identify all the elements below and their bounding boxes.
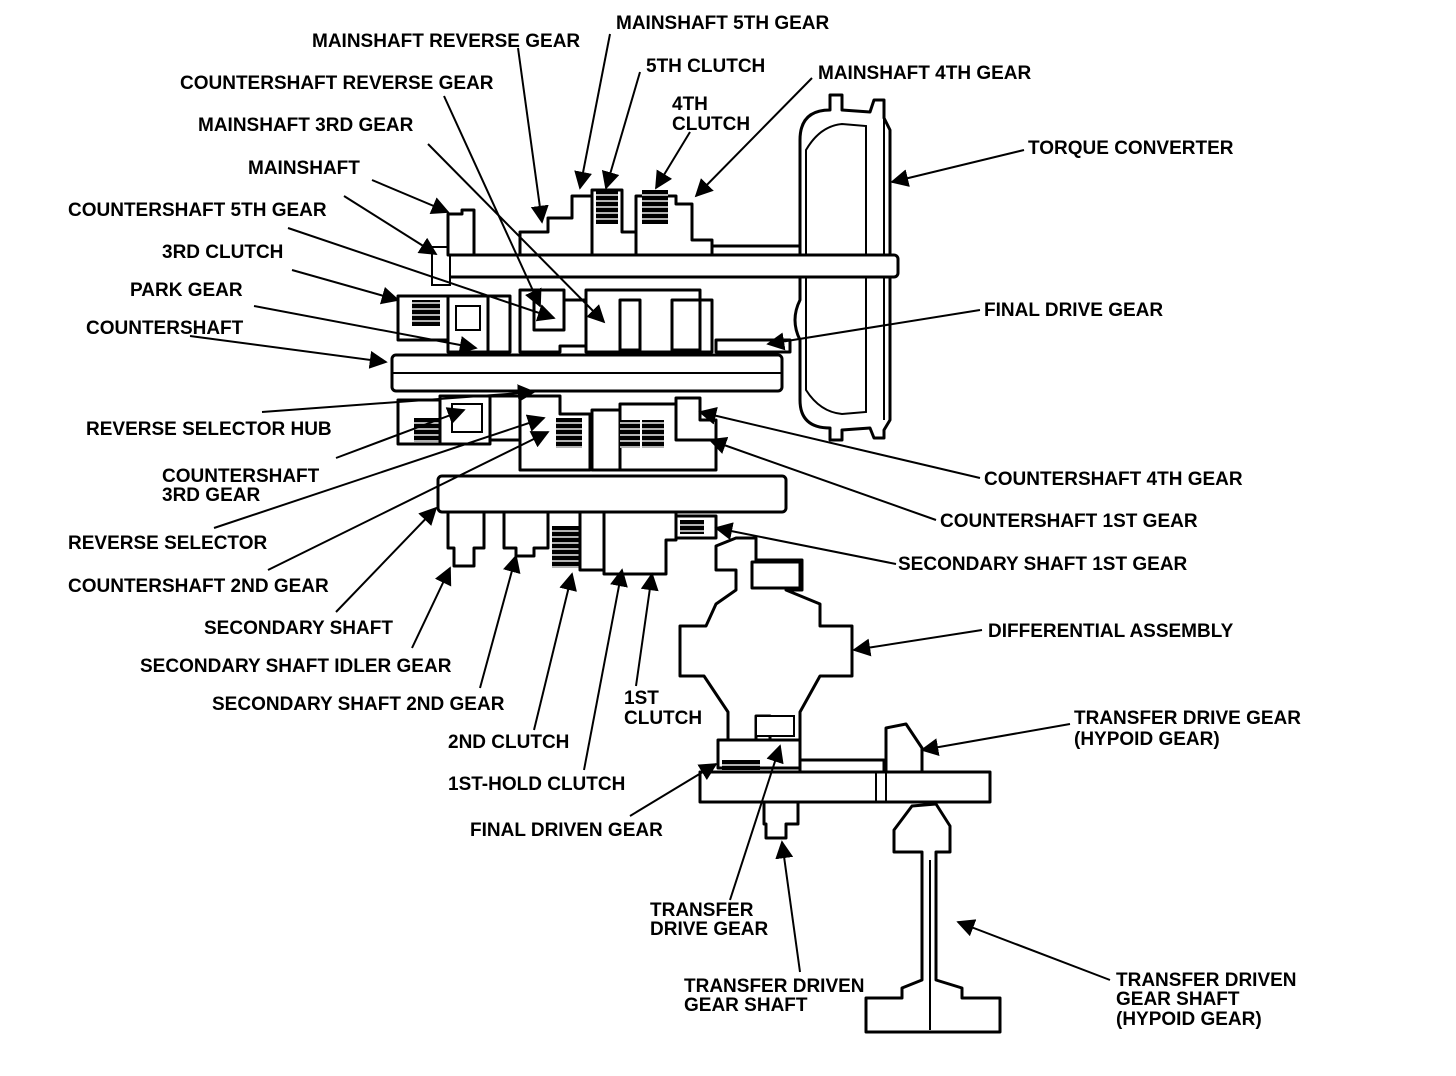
transfer-drive-gear bbox=[698, 770, 992, 804]
label-countershaft-reverse-gear: COUNTERSHAFT REVERSE GEAR bbox=[180, 73, 494, 94]
label-3rd-clutch: 3RD CLUTCH bbox=[162, 242, 283, 263]
label-4th-clutch-line2: CLUTCH bbox=[672, 114, 750, 135]
transfer-drive-gear-hypoid bbox=[884, 722, 924, 774]
label-mainshaft-3rd-gear: MAINSHAFT 3RD GEAR bbox=[198, 115, 414, 136]
label-1st-clutch-line1: 1ST bbox=[624, 688, 659, 709]
label-reverse-selector-hub: REVERSE SELECTOR HUB bbox=[86, 419, 332, 440]
leader-lines bbox=[189, 33, 1111, 981]
label-countershaft-4th-gear: COUNTERSHAFT 4TH GEAR bbox=[984, 469, 1243, 490]
fifth-clutch-pack bbox=[596, 190, 618, 224]
label-mainshaft-reverse-gear: MAINSHAFT REVERSE GEAR bbox=[312, 31, 580, 52]
label-transfer-drive-gear-line1: TRANSFER bbox=[650, 900, 754, 921]
transfer-driven-gear-shaft-hypoid bbox=[864, 802, 1002, 1034]
label-reverse-selector: REVERSE SELECTOR bbox=[68, 533, 267, 554]
label-transfer-driven-gear-shaft-hypoid-line3: (HYPOID GEAR) bbox=[1116, 1009, 1262, 1030]
label-transfer-driven-gear-shaft-hypoid-line1: TRANSFER DRIVEN bbox=[1116, 970, 1297, 991]
label-countershaft-3rd-gear-line2: 3RD GEAR bbox=[162, 485, 260, 506]
reverse-selector bbox=[488, 394, 522, 442]
label-countershaft-3rd-gear-line1: COUNTERSHAFT bbox=[162, 466, 320, 487]
label-1st-clutch-line2: CLUTCH bbox=[624, 708, 702, 729]
label-countershaft: COUNTERSHAFT bbox=[86, 318, 244, 339]
label-countershaft-2nd-gear: COUNTERSHAFT 2ND GEAR bbox=[68, 576, 329, 597]
secondary-shaft bbox=[436, 474, 788, 514]
label-transfer-driven-gear-shaft-hypoid-line2: GEAR SHAFT bbox=[1116, 989, 1240, 1010]
label-countershaft-1st-gear: COUNTERSHAFT 1ST GEAR bbox=[940, 511, 1198, 532]
label-park-gear: PARK GEAR bbox=[130, 280, 243, 301]
label-secondary-shaft-1st-gear: SECONDARY SHAFT 1ST GEAR bbox=[898, 554, 1188, 575]
label-differential-assembly: DIFFERENTIAL ASSEMBLY bbox=[988, 621, 1234, 642]
second-clutch-pack bbox=[552, 526, 580, 568]
mainshaft-reverse-gear bbox=[518, 194, 594, 257]
label-final-drive-gear: FINAL DRIVE GEAR bbox=[984, 300, 1163, 321]
label-transfer-driven-gear-shaft-line1: TRANSFER DRIVEN bbox=[684, 976, 865, 997]
label-transfer-drive-gear-line2: DRIVE GEAR bbox=[650, 919, 769, 940]
label-transfer-drive-gear-hypoid-line1: TRANSFER DRIVE GEAR bbox=[1074, 708, 1301, 729]
countershaft-reverse-gear bbox=[532, 288, 566, 332]
countershaft-2nd-clutch bbox=[556, 418, 582, 448]
label-secondary-shaft-2nd-gear: SECONDARY SHAFT 2ND GEAR bbox=[212, 694, 505, 715]
label-transfer-drive-gear-hypoid-line2: (HYPOID GEAR) bbox=[1074, 729, 1220, 750]
countershaft-2nd-gear bbox=[518, 394, 592, 472]
label-mainshaft: MAINSHAFT bbox=[248, 158, 360, 179]
mainshaft bbox=[436, 253, 900, 279]
label-secondary-shaft-idler-gear: SECONDARY SHAFT IDLER GEAR bbox=[140, 656, 452, 677]
callout-labels: MAINSHAFT 5TH GEAR MAINSHAFT REVERSE GEA… bbox=[68, 13, 1301, 1030]
countershaft-3rd-clutch bbox=[414, 418, 440, 442]
label-1st-hold-clutch: 1ST-HOLD CLUTCH bbox=[448, 774, 625, 795]
transmission-drawing bbox=[390, 93, 1002, 1034]
secondary-shaft-2nd-gear bbox=[502, 510, 550, 558]
label-mainshaft-5th-gear: MAINSHAFT 5TH GEAR bbox=[616, 13, 830, 34]
label-transfer-driven-gear-shaft-line2: GEAR SHAFT bbox=[684, 995, 808, 1016]
label-final-driven-gear: FINAL DRIVEN GEAR bbox=[470, 820, 663, 841]
label-countershaft-5th-gear: COUNTERSHAFT 5TH GEAR bbox=[68, 200, 327, 221]
third-clutch-pack bbox=[412, 300, 440, 326]
label-secondary-shaft: SECONDARY SHAFT bbox=[204, 618, 393, 639]
fourth-clutch-pack bbox=[642, 190, 668, 224]
label-mainshaft-4th-gear: MAINSHAFT 4TH GEAR bbox=[818, 63, 1032, 84]
countershaft-4th-gear bbox=[674, 396, 718, 442]
label-2nd-clutch: 2ND CLUTCH bbox=[448, 732, 569, 753]
transfer-driven-gear-shaft bbox=[762, 800, 800, 840]
label-torque-converter: TORQUE CONVERTER bbox=[1028, 138, 1234, 159]
label-4th-clutch-line1: 4TH bbox=[672, 94, 708, 115]
label-5th-clutch: 5TH CLUTCH bbox=[646, 56, 765, 77]
secondary-shaft-idler-gear bbox=[446, 510, 486, 568]
